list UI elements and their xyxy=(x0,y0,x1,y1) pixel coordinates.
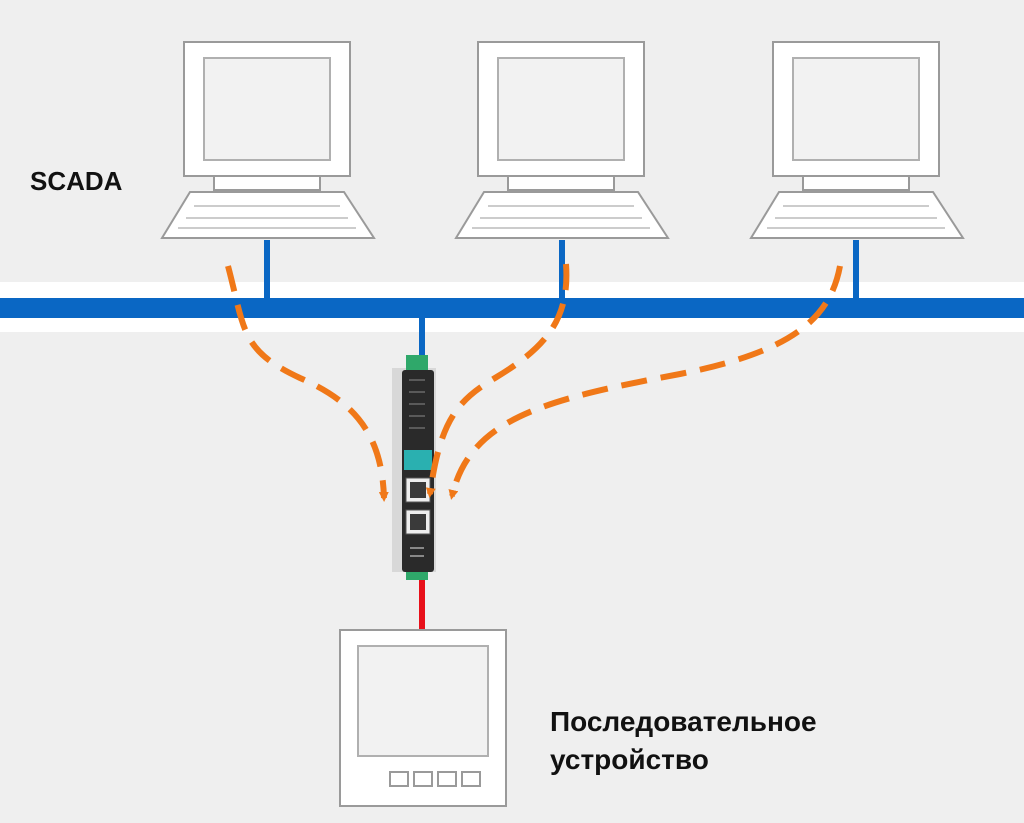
data-flow-arrow-3 xyxy=(448,265,843,500)
serial-device-server-icon xyxy=(392,355,436,580)
data-flow-arrow-2 xyxy=(425,263,570,498)
serial-device-label-line1: Последовательное xyxy=(550,706,817,737)
computer-icon xyxy=(750,41,964,239)
computer-icon xyxy=(455,41,669,239)
serial-device-label-line2: устройство xyxy=(550,744,709,775)
serial-device-icon xyxy=(339,629,507,807)
network-bus xyxy=(0,298,1024,318)
data-flow-arrow-1 xyxy=(225,265,389,502)
serial-device-label: Последовательное устройство xyxy=(550,703,817,779)
scada-label: SCADA xyxy=(30,166,123,196)
computer-icon xyxy=(161,41,375,239)
